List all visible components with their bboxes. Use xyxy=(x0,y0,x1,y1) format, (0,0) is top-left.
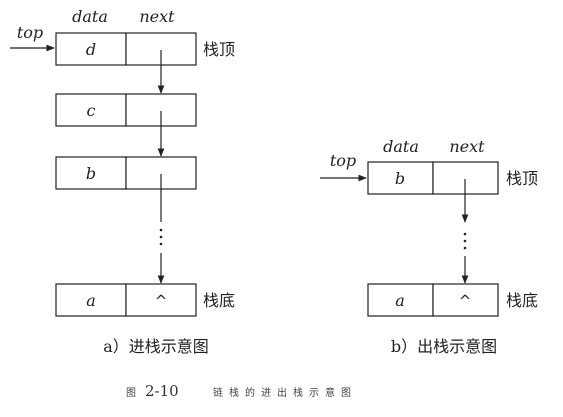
right-top-label: top xyxy=(330,151,356,170)
right-null-pointer: ^ xyxy=(459,292,472,310)
left-node-d-data: d xyxy=(86,40,96,59)
left-header-next: next xyxy=(139,7,175,26)
right-node-b-data: b xyxy=(395,169,405,188)
left-caption: a）进栈示意图 xyxy=(103,337,209,356)
figure-caption: 图 2-10 链栈的进出栈示意图 xyxy=(126,382,357,400)
left-bottom-side-label: 栈底 xyxy=(203,291,235,310)
left-node-c-data: c xyxy=(87,101,96,120)
right-node-a-data: a xyxy=(395,291,405,310)
figure-caption-title: 链栈的进出栈示意图 xyxy=(213,386,357,399)
left-node-c-data-cell xyxy=(55,93,127,127)
right-top-side-label: 栈顶 xyxy=(506,169,538,188)
right-header-data: data xyxy=(383,137,419,156)
left-ellipsis-dots xyxy=(159,228,163,246)
left-node-a-next-cell xyxy=(125,283,197,317)
left-node-b-data: b xyxy=(86,164,96,183)
left-top-label: top xyxy=(17,23,43,42)
left-top-side-label: 栈顶 xyxy=(203,40,235,59)
right-ellipsis-dots xyxy=(463,232,467,250)
right-caption: b）出栈示意图 xyxy=(391,337,497,356)
left-header-data: data xyxy=(72,7,108,26)
right-header-next: next xyxy=(449,137,485,156)
right-bottom-side-label: 栈底 xyxy=(506,291,538,310)
right-node-b-data-cell xyxy=(367,161,434,195)
right-node-a-data-cell xyxy=(367,283,434,317)
figure-caption-number: 2-10 xyxy=(145,382,179,400)
right-node-a-next-cell xyxy=(432,283,499,317)
figure-caption-prefix: 图 xyxy=(126,387,142,399)
left-node-a-data: a xyxy=(86,291,96,310)
push-diagram: data next top d 栈顶 c b a ^ 栈底 a） xyxy=(10,7,235,356)
left-null-pointer: ^ xyxy=(155,292,168,310)
pop-diagram: data next top b 栈顶 a ^ 栈底 b）出栈示意图 xyxy=(320,137,538,356)
